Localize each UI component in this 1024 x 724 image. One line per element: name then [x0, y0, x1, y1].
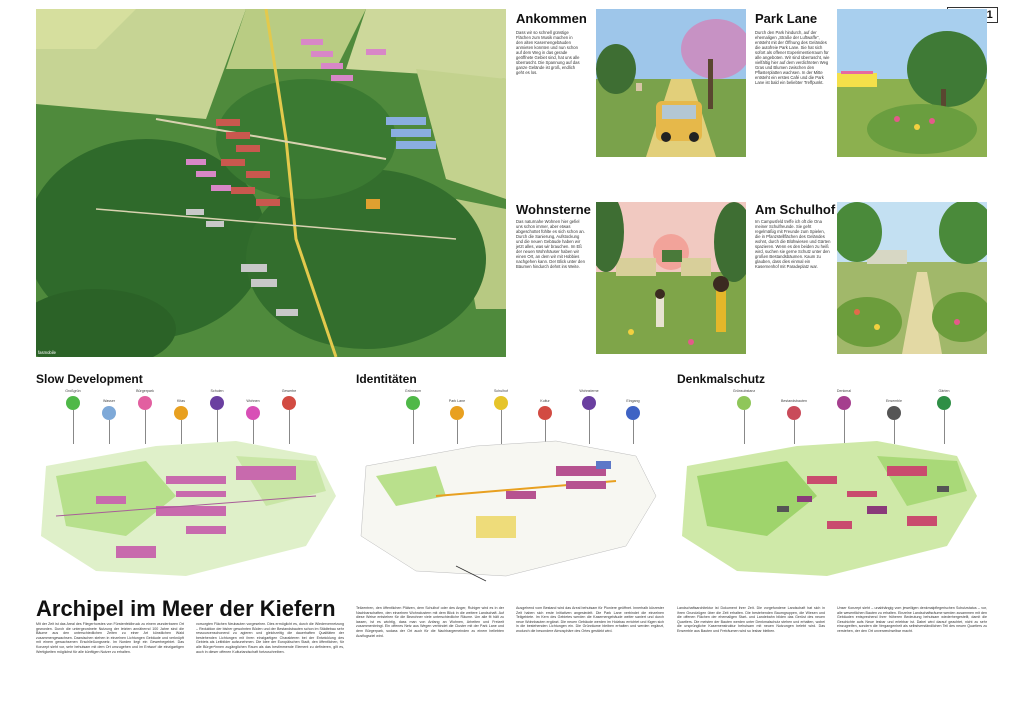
- legend-label: Wohnsterne: [579, 389, 599, 393]
- legend-stem: [109, 420, 110, 444]
- legend-marker: [450, 406, 464, 420]
- body-column-5: Landschaftsarchitektur ist Dokument ihre…: [677, 606, 825, 633]
- legend-label: Schulhof: [494, 389, 508, 393]
- legend-stem: [181, 420, 182, 444]
- map-ident-plan: [360, 440, 657, 582]
- legend-marker: [737, 396, 751, 410]
- legend-stem: [457, 420, 458, 444]
- legend-label: Grünsubstanz: [732, 389, 756, 393]
- map-denk-plan: [682, 441, 977, 576]
- legend-stem: [253, 420, 254, 444]
- legend-marker: [787, 406, 801, 420]
- legend-label: Wasser: [102, 399, 116, 403]
- legend-stem: [217, 410, 218, 444]
- legend-label: Großgrün: [65, 389, 81, 393]
- aerial-view: fasmobile: [36, 9, 506, 357]
- legend-marker: [282, 396, 296, 410]
- legend-label: Kultur: [540, 399, 550, 403]
- legend-stem: [73, 410, 74, 444]
- legend-label: Park Lane: [448, 399, 466, 403]
- section-title-wohnsterne: Wohnsterne: [516, 202, 591, 217]
- legend-marker: [174, 406, 188, 420]
- legend-marker: [246, 406, 260, 420]
- illustration-ankommen: [596, 9, 746, 157]
- legend-marker: [66, 396, 80, 410]
- aerial-caption: fasmobile: [38, 350, 56, 355]
- aerial-illustration: [36, 9, 506, 357]
- legend-stem: [944, 410, 945, 444]
- section-text-parklane: Durch den Park hindurch, auf der ehemali…: [755, 30, 830, 85]
- headline: Archipel im Meer der Kiefern: [36, 596, 336, 621]
- map-title-denk: Denkmalschutz: [677, 372, 766, 386]
- legend-marker: [538, 406, 552, 420]
- legend-label: Bestandsbauten: [781, 399, 807, 403]
- legend-marker: [837, 396, 851, 410]
- legend-marker: [102, 406, 116, 420]
- body-column-1: Mit der Zeit ist das Areal des Fliegerho…: [36, 622, 184, 654]
- legend-stem: [501, 410, 502, 444]
- illustration-wohnsterne: [596, 202, 746, 354]
- legend-marker: [887, 406, 901, 420]
- legend-stem: [145, 410, 146, 444]
- legend-stem: [794, 420, 795, 444]
- legend-stem: [894, 420, 895, 444]
- illustration-parklane: [837, 9, 987, 157]
- legend-marker: [138, 396, 152, 410]
- map-slow-plan: [41, 441, 336, 576]
- legend-marker: [406, 396, 420, 410]
- legend-marker: [210, 396, 224, 410]
- legend-stem: [633, 420, 634, 444]
- section-title-schulhof: Am Schulhof: [755, 202, 836, 217]
- legend-stem: [289, 410, 290, 444]
- map-title-slow: Slow Development: [36, 372, 143, 386]
- legend-stem: [413, 410, 414, 444]
- legend-marker: [626, 406, 640, 420]
- section-text-ankommen: Dass wir so schnell günstige Flächen zum…: [516, 30, 580, 75]
- legend-stem: [744, 410, 745, 444]
- legend-label: Ensemble: [886, 399, 902, 403]
- legend-marker: [582, 396, 596, 410]
- body-column-2: vorsorgten Flächen Neubauten vorgesehen.…: [196, 622, 344, 654]
- legend-label: Denkmal: [836, 389, 852, 393]
- section-text-wohnsterne: Das naturnahe Wohnen hier gefiel uns sch…: [516, 219, 585, 269]
- section-title-ankommen: Ankommen: [516, 11, 587, 26]
- legend-label: Kitas: [177, 399, 185, 403]
- legend-label: Wohnen: [246, 399, 260, 403]
- legend-label: Gärten: [938, 389, 950, 393]
- legend-marker: [494, 396, 508, 410]
- section-text-schulhof: Im Campusfeld treffe ich oft die Ona mei…: [755, 219, 831, 269]
- body-column-3: Teilzentren, den öffentlichen Plätzen, d…: [356, 606, 504, 638]
- body-column-4: Ausgehend vom Bestand wird das Areal beh…: [516, 606, 664, 633]
- section-title-parklane: Park Lane: [755, 11, 818, 26]
- legend-label: Gewerbe: [281, 389, 297, 393]
- legend-label: Grünraum: [404, 389, 422, 393]
- legend-label: Eingang: [626, 399, 640, 403]
- legend-stem: [545, 420, 546, 444]
- legend-stem: [589, 410, 590, 444]
- legend-marker: [937, 396, 951, 410]
- legend-label: Schulen: [210, 389, 224, 393]
- map-title-ident: Identitäten: [356, 372, 417, 386]
- legend-stem: [844, 410, 845, 444]
- illustration-schulhof: [837, 202, 987, 354]
- legend-label: Bürgerpark: [136, 389, 154, 393]
- body-column-6: Unser Konzept sieht – unabhängig vom jew…: [837, 606, 987, 633]
